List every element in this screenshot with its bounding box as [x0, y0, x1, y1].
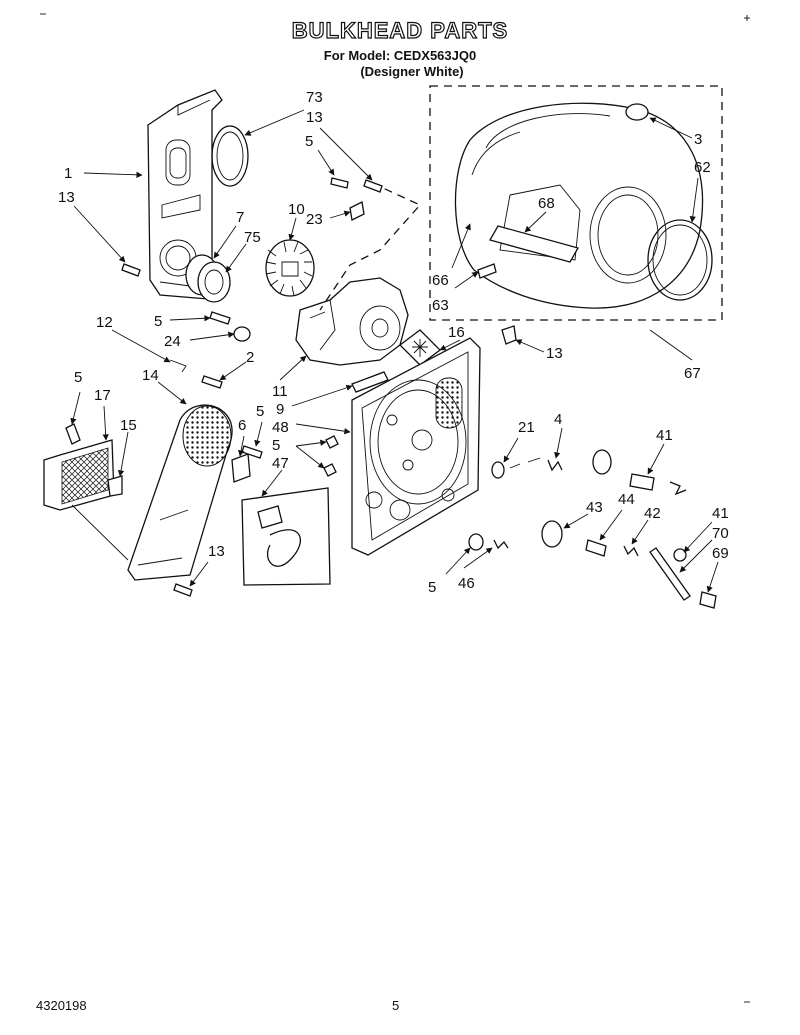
callout-23: 23: [306, 211, 323, 228]
callout-13: 13: [546, 345, 563, 362]
callout-70: 41: [712, 505, 729, 522]
callout-5: 5: [305, 133, 313, 150]
callout-13: 13: [306, 109, 323, 126]
document-number: 4320198: [36, 998, 87, 1013]
screw-drum: [477, 263, 497, 279]
callout-41: 42: [644, 505, 661, 522]
leader-lines: [70, 109, 719, 593]
callout-48: 48: [272, 419, 289, 436]
mounting-bracket: [231, 453, 251, 483]
callout-12: 12: [96, 314, 113, 331]
callout-17: 17: [94, 387, 111, 404]
callout-67: 67: [684, 365, 701, 382]
wire-harness-box: [241, 487, 331, 586]
callout-43: 41: [656, 427, 673, 444]
drum-cap: [625, 103, 649, 121]
callout-46: 5: [428, 579, 436, 596]
callout-73: 73: [306, 89, 323, 106]
callout-2: 2: [246, 349, 254, 366]
callout-16: 16: [448, 324, 465, 341]
callout-11: 11: [272, 383, 288, 400]
callout-47: 5: [272, 437, 280, 454]
drum-seal: [647, 219, 713, 301]
callout-5: 5: [256, 403, 264, 420]
lint-screen: [43, 439, 115, 511]
seal-ring: [211, 125, 249, 187]
nuts: [323, 435, 339, 477]
blower-housing: [295, 277, 409, 366]
callout-44: 43: [586, 499, 603, 516]
color-line: (Designer White): [360, 64, 464, 79]
callout-3: 3: [694, 131, 702, 148]
corner-marks: [40, 13, 750, 1003]
callout-7: 7: [236, 209, 244, 226]
callout-21: 47: [272, 455, 289, 472]
callout-68: 68: [538, 195, 555, 212]
callout-41: 46: [458, 575, 475, 592]
callout-5: 5: [74, 369, 82, 386]
callout-75: 75: [244, 229, 261, 246]
callout-63: 63: [432, 297, 449, 314]
small-hardware-left: [169, 326, 251, 389]
screen-clip: [107, 475, 123, 497]
bulkhead-panel: [351, 337, 481, 556]
callout-66: 66: [432, 272, 449, 289]
screws-upper: [121, 177, 383, 325]
screw-panel: [501, 325, 517, 345]
callout-15: 15: [120, 417, 137, 434]
callout-24: 24: [164, 333, 181, 350]
felt-strip: [351, 371, 389, 393]
callout-1: 1: [64, 165, 72, 182]
wire-harness-path: [319, 182, 422, 311]
screws-lower: [65, 423, 263, 597]
callout-13: 13: [58, 189, 75, 206]
callout-5: 13: [208, 543, 225, 560]
page-title: BULKHEAD PARTS: [291, 17, 509, 43]
thermostat-bracket: [349, 201, 365, 221]
callout-6: 6: [238, 417, 246, 434]
callout-10: 10: [288, 201, 305, 218]
drum: [454, 102, 704, 309]
blower-bearing: [185, 254, 231, 303]
roller-parts: [468, 449, 717, 609]
callout-62: 62: [694, 159, 711, 176]
drum-assembly-box: [429, 85, 723, 321]
blower-wheel: [265, 239, 315, 297]
page-number: 5: [392, 998, 400, 1013]
callout-13: 69: [712, 545, 729, 562]
callout-42: 44: [618, 491, 635, 508]
callout-9: 9: [276, 401, 284, 418]
callout-14: 14: [142, 367, 159, 384]
callout-69: 70: [712, 525, 729, 542]
callout-labels: 1 13 73 13 5 7 10 23 75 3 62 68 66 63 67…: [58, 89, 729, 596]
callout-4: 21: [518, 419, 535, 436]
callout-5: 5: [154, 313, 162, 330]
model-line: For Model: CEDX563JQ0: [323, 48, 477, 63]
lint-duct: [127, 404, 233, 581]
callout-41: 4: [554, 411, 562, 428]
